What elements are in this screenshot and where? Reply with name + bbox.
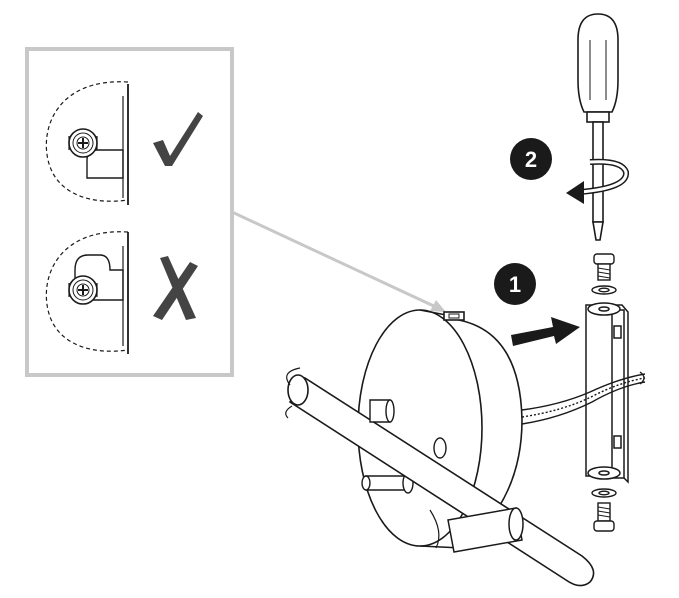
canopy-stub <box>361 437 447 494</box>
inset-panel-incorrect <box>45 231 198 354</box>
inset-leader-line <box>231 210 439 310</box>
lower-screw-icon <box>591 488 617 532</box>
screw-head-icon <box>68 128 98 158</box>
power-wires <box>521 371 646 425</box>
mounting-bracket <box>585 302 629 484</box>
leader-arrowhead-icon <box>430 300 446 312</box>
canopy-stem <box>369 399 395 423</box>
rotate-arrow-icon <box>566 158 629 204</box>
upper-screw-icon <box>591 253 617 295</box>
push-arrow-icon <box>511 317 580 346</box>
inset-panel-correct <box>45 81 203 205</box>
step-1-badge: 1 <box>494 263 536 305</box>
step-2-label: 2 <box>525 147 537 172</box>
inset-detail-box <box>25 47 446 377</box>
arm-collar <box>429 507 524 553</box>
screw-head-icon <box>68 275 98 305</box>
cross-mark-icon <box>153 256 198 320</box>
step-2-badge: 2 <box>510 138 552 180</box>
screwdriver-icon <box>577 13 619 241</box>
step-1-label: 1 <box>509 272 521 297</box>
checkmark-icon <box>153 112 203 166</box>
